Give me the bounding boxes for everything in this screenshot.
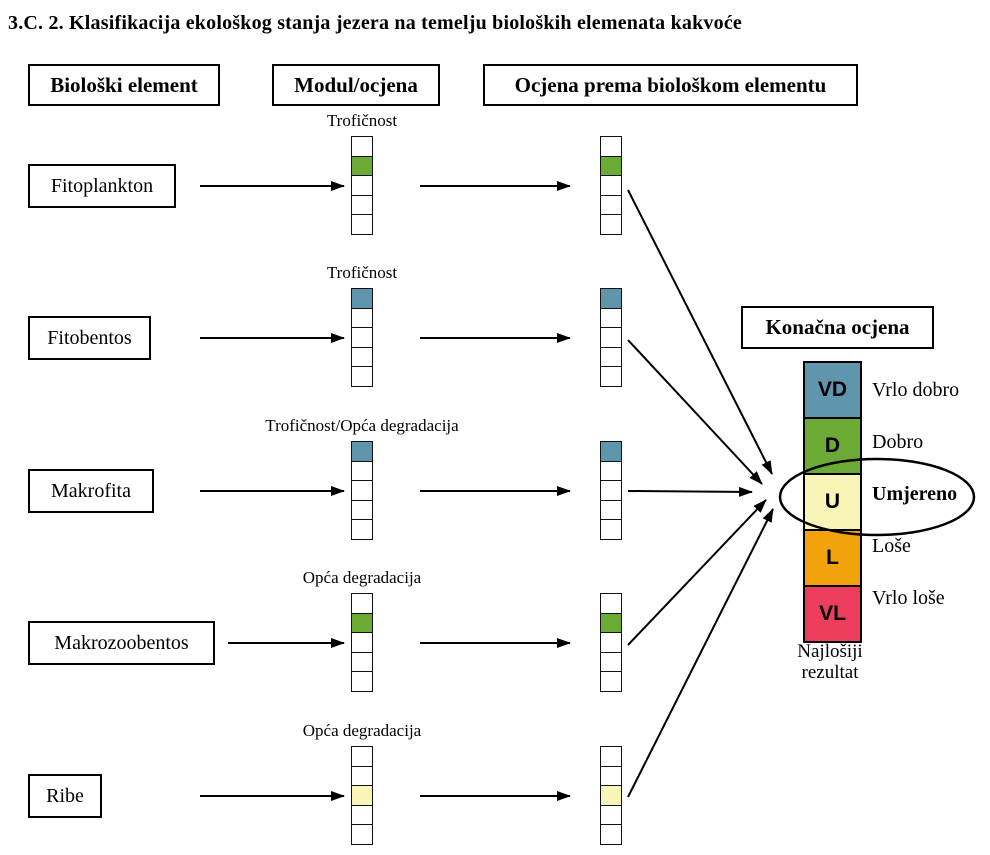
class-cell xyxy=(600,327,622,349)
class-cell xyxy=(600,214,622,236)
element-box-ribe: Ribe xyxy=(28,774,102,818)
class-cell xyxy=(351,307,373,329)
element-assessment-stack xyxy=(600,593,622,693)
class-cell-colored xyxy=(351,785,373,807)
module-class-stack xyxy=(351,593,373,693)
module-label: Trofičnost/Opća degradacija xyxy=(265,416,459,435)
module-class-stack xyxy=(351,746,373,846)
class-cell xyxy=(600,804,622,826)
class-cell-colored xyxy=(600,785,622,807)
class-cell xyxy=(600,366,622,388)
module-label: Opća degradacija xyxy=(302,721,422,740)
class-cell-colored xyxy=(351,612,373,634)
module-class-stack xyxy=(351,288,373,388)
element-box-fitoplankton: Fitoplankton xyxy=(28,164,176,208)
class-cell xyxy=(600,765,622,787)
column-header-assessment: Ocjena prema biološkom elementu xyxy=(483,64,858,106)
column-header-module: Modul/ocjena xyxy=(272,64,440,106)
class-cell xyxy=(351,327,373,349)
element-assessment-stack xyxy=(600,441,622,541)
class-cell xyxy=(600,346,622,368)
element-assessment-stack xyxy=(600,136,622,236)
class-cell xyxy=(600,499,622,521)
class-cell xyxy=(351,804,373,826)
worst-result-note: Najlošiji rezultat xyxy=(797,641,863,684)
class-cell xyxy=(351,671,373,693)
class-cell xyxy=(351,746,373,768)
module-label: Trofičnost xyxy=(326,263,398,282)
element-box-makrozoobentos: Makrozoobentos xyxy=(28,621,215,665)
module-label: Trofičnost xyxy=(326,111,398,130)
class-cell xyxy=(351,480,373,502)
class-cell-colored xyxy=(600,441,622,463)
final-class-cell-u: U xyxy=(803,473,862,531)
class-cell-colored xyxy=(600,612,622,634)
page-title: 3.C. 2. Klasifikacija ekološkog stanja j… xyxy=(8,12,742,34)
class-cell xyxy=(351,214,373,236)
class-cell xyxy=(351,765,373,787)
class-cell-colored xyxy=(351,288,373,310)
module-class-stack xyxy=(351,441,373,541)
element-assessment-stack xyxy=(600,746,622,846)
element-box-makrofita: Makrofita xyxy=(28,469,154,513)
final-class-cell-d: D xyxy=(803,417,862,475)
class-cell xyxy=(600,519,622,541)
class-cell xyxy=(351,651,373,673)
final-class-label-u: Umjereno xyxy=(872,482,958,505)
class-cell-colored xyxy=(351,155,373,177)
final-class-cell-l: L xyxy=(803,529,862,587)
column-header-biological-element: Biološki element xyxy=(28,64,220,106)
class-cell xyxy=(351,824,373,846)
final-class-label-d: Dobro xyxy=(872,430,924,453)
class-cell-colored xyxy=(600,155,622,177)
arrow xyxy=(627,339,763,485)
class-cell-colored xyxy=(351,441,373,463)
class-cell xyxy=(600,651,622,673)
final-class-label-vl: Vrlo loše xyxy=(872,586,945,609)
class-cell xyxy=(600,194,622,216)
class-cell xyxy=(351,346,373,368)
class-cell xyxy=(600,480,622,502)
class-cell xyxy=(600,136,622,158)
element-assessment-stack xyxy=(600,288,622,388)
arrow xyxy=(627,486,753,497)
class-cell xyxy=(600,593,622,615)
element-box-fitobentos: Fitobentos xyxy=(28,316,151,360)
class-cell xyxy=(351,175,373,197)
class-cell xyxy=(600,307,622,329)
module-class-stack xyxy=(351,136,373,236)
final-class-cell-vl: VL xyxy=(803,585,862,643)
arrow xyxy=(627,508,774,798)
final-class-label-vd: Vrlo dobro xyxy=(872,378,960,401)
class-cell xyxy=(351,136,373,158)
final-assessment-header: Konačna ocjena xyxy=(741,306,934,349)
class-cell xyxy=(351,499,373,521)
class-cell-colored xyxy=(600,288,622,310)
class-cell xyxy=(600,460,622,482)
class-cell xyxy=(600,175,622,197)
class-cell xyxy=(351,460,373,482)
class-cell xyxy=(600,632,622,654)
class-cell xyxy=(351,593,373,615)
arrow xyxy=(627,499,767,646)
class-cell xyxy=(351,519,373,541)
class-cell xyxy=(351,194,373,216)
class-cell xyxy=(600,671,622,693)
class-cell xyxy=(351,632,373,654)
final-class-label-l: Loše xyxy=(872,534,911,557)
final-class-cell-vd: VD xyxy=(803,361,862,419)
class-cell xyxy=(600,824,622,846)
module-label: Opća degradacija xyxy=(302,568,422,587)
class-cell xyxy=(351,366,373,388)
class-cell xyxy=(600,746,622,768)
